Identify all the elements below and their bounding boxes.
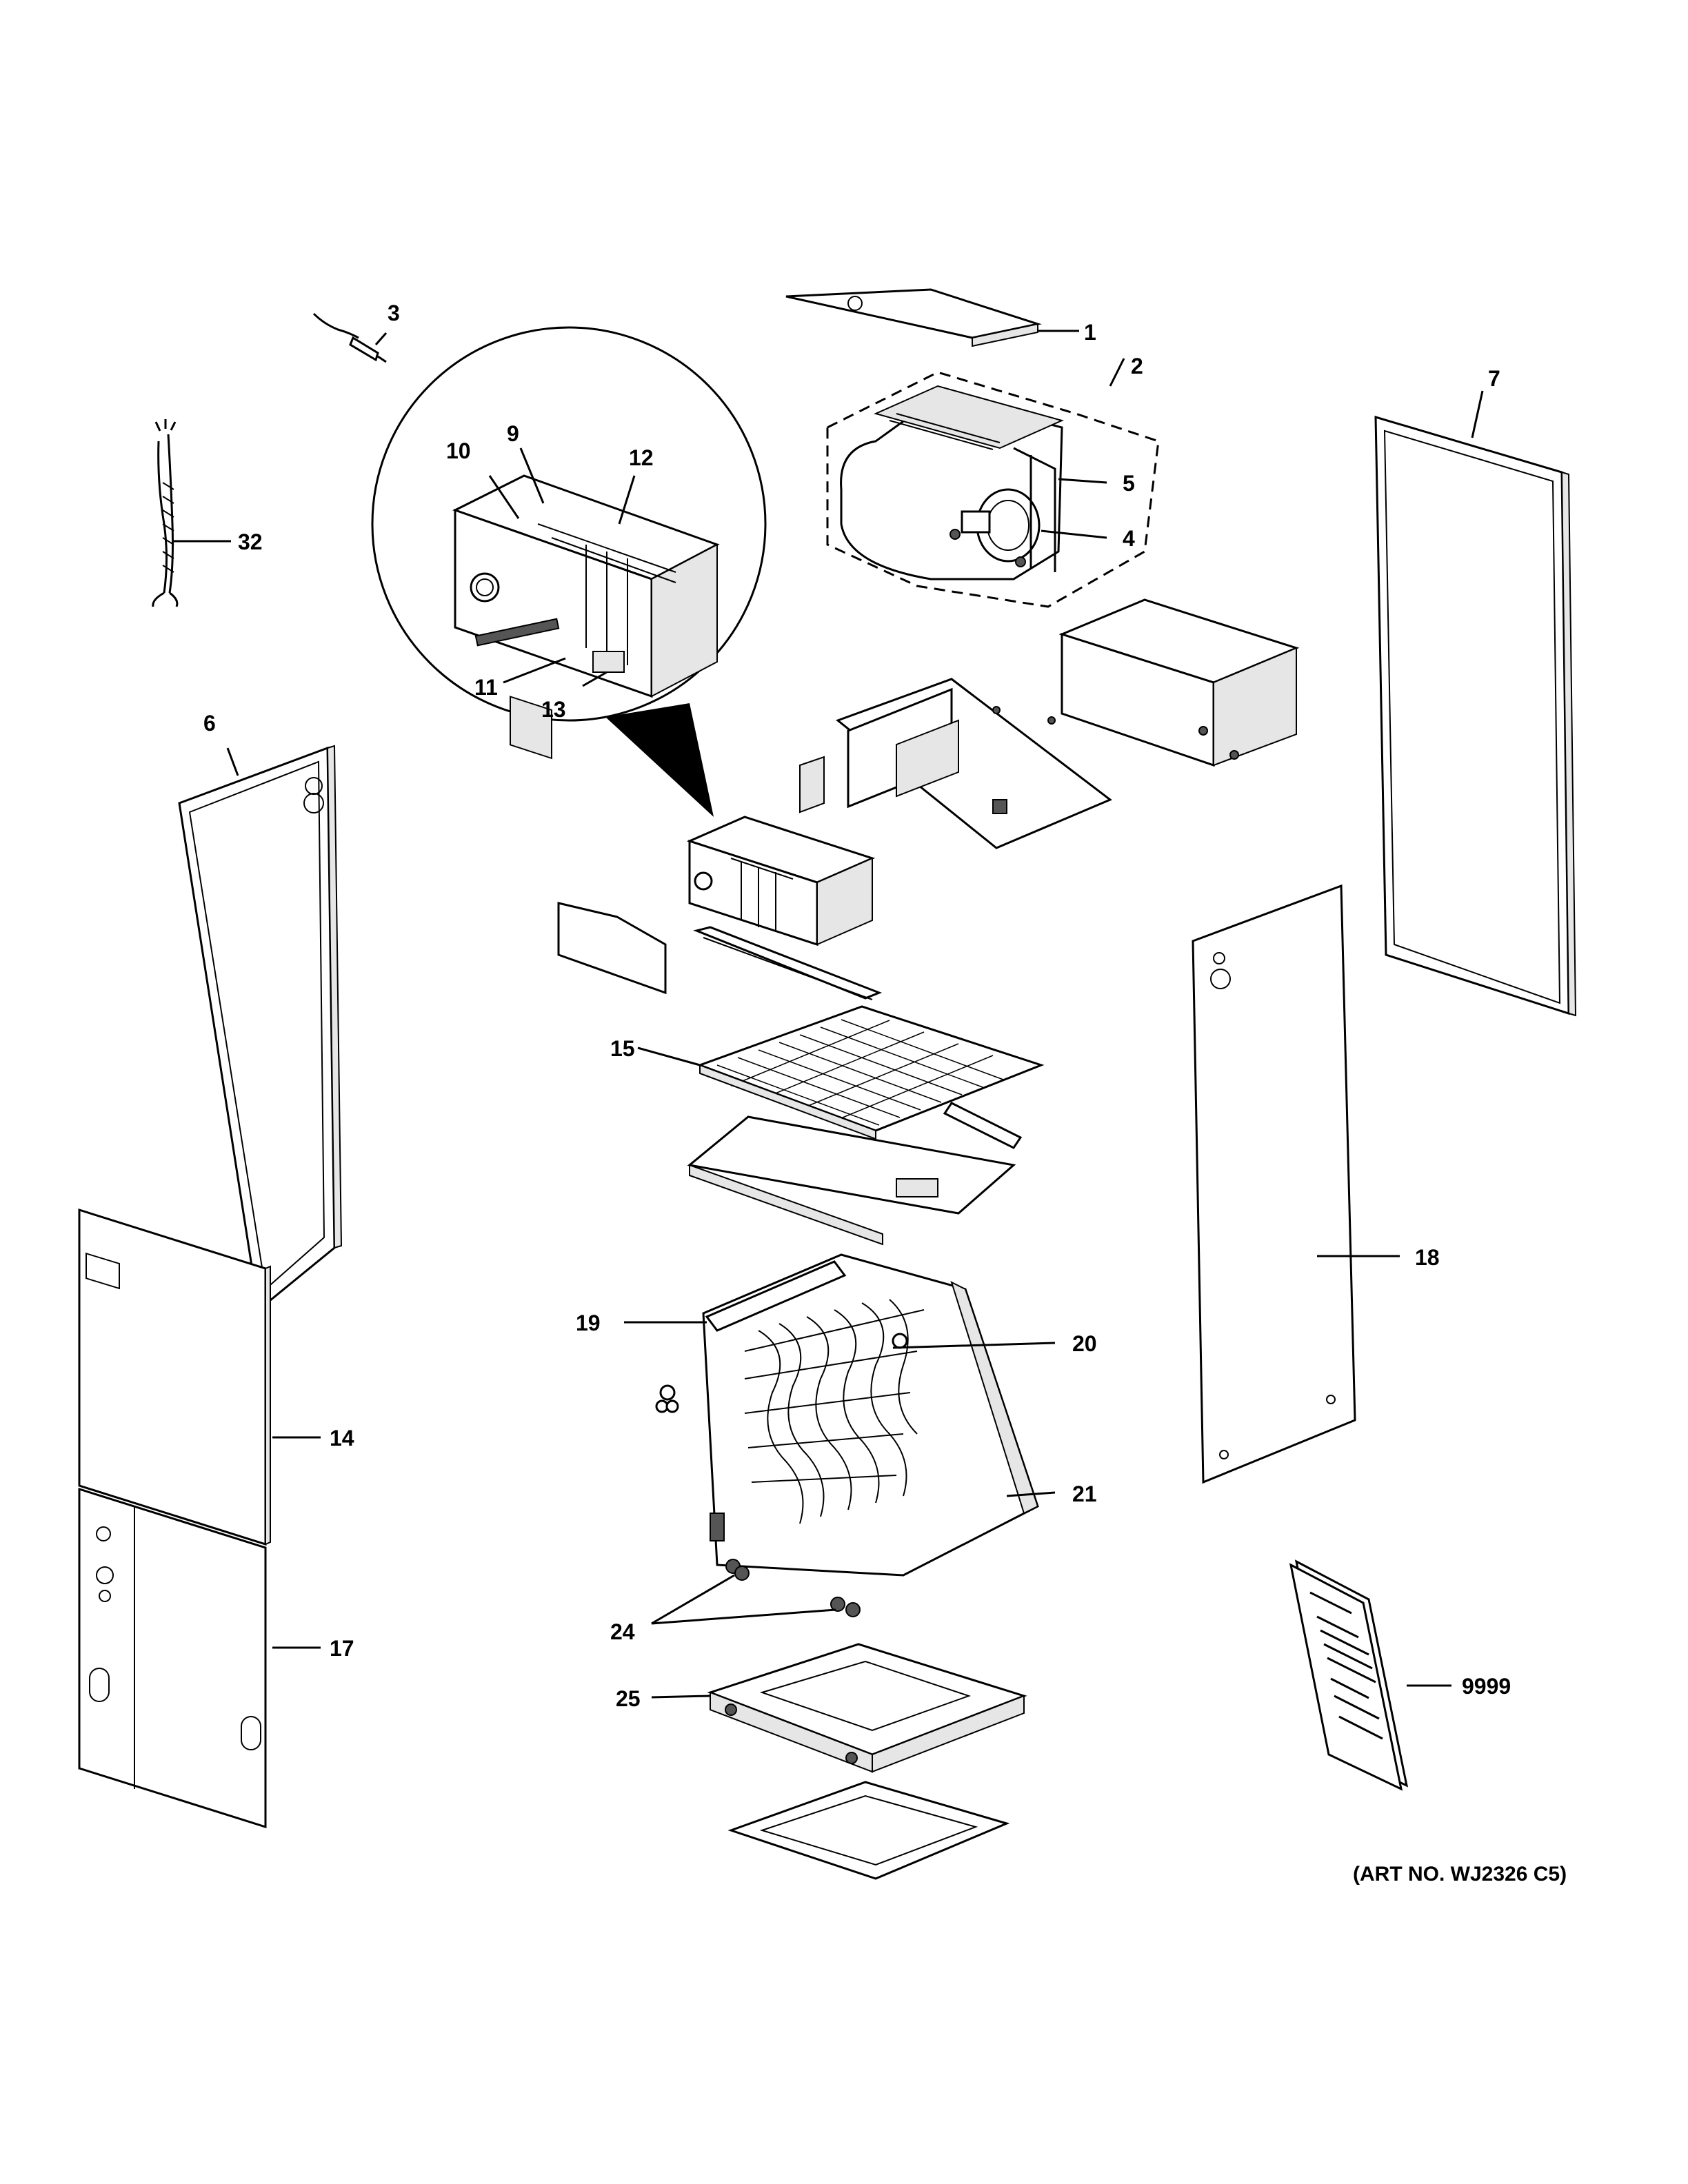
label-9: 9	[507, 421, 519, 446]
filter-rack	[687, 1102, 1023, 1246]
part-18-right-panel-front	[1192, 884, 1356, 1484]
label-21: 21	[1072, 1482, 1097, 1506]
rail-bracket	[693, 926, 883, 1000]
part-24-plugs	[725, 1559, 861, 1617]
leader-lines	[172, 330, 1484, 1699]
blower-deck	[1058, 598, 1300, 767]
part-9999-manual	[1289, 1559, 1409, 1791]
label-4: 4	[1123, 526, 1135, 551]
control-box	[686, 816, 876, 947]
electrical-bracket	[799, 678, 1112, 849]
label-20: 20	[1072, 1331, 1097, 1356]
label-14: 14	[330, 1426, 354, 1450]
part-1-top-cover	[785, 288, 1042, 347]
label-9999: 9999	[1462, 1674, 1511, 1699]
label-5: 5	[1123, 471, 1135, 496]
label-3: 3	[388, 301, 400, 325]
label-15: 15	[610, 1036, 635, 1061]
label-6: 6	[203, 711, 216, 736]
part-25-drain-pan	[707, 1643, 1027, 1773]
label-17: 17	[330, 1636, 354, 1661]
part-7-right-panel	[1374, 415, 1577, 1017]
coil-assembly	[702, 1253, 1039, 1577]
control-box-detail-circle	[371, 326, 767, 817]
access-plate	[557, 902, 667, 995]
callout-labels: 1 2 3 4 5 6 7 9 10 11 12 13 14 15 17 18 …	[203, 301, 1567, 1885]
label-1: 1	[1084, 320, 1096, 345]
label-18: 18	[1415, 1245, 1440, 1270]
label-2: 2	[1131, 354, 1143, 378]
label-24: 24	[610, 1619, 635, 1644]
label-11: 11	[474, 675, 498, 700]
label-25: 25	[616, 1686, 641, 1711]
label-13: 13	[541, 697, 566, 722]
part-6-left-panel	[178, 745, 343, 1312]
label-32: 32	[238, 529, 263, 554]
label-19: 19	[576, 1311, 601, 1335]
label-7: 7	[1488, 366, 1500, 391]
part-15-filter	[696, 1005, 1045, 1140]
part-3-sensor	[312, 312, 387, 363]
coil-fitting	[655, 1384, 679, 1413]
bottom-gasket	[727, 1781, 1010, 1880]
part-2-blower-assembly	[826, 371, 1160, 608]
part-32-wire-harness	[152, 419, 179, 607]
label-10: 10	[446, 438, 471, 463]
art-number: (ART NO. WJ2326 C5)	[1353, 1863, 1567, 1885]
label-12: 12	[629, 445, 654, 470]
part-17-front-panel-lower	[78, 1487, 267, 1829]
part-14-front-panel-upper	[78, 1208, 271, 1546]
